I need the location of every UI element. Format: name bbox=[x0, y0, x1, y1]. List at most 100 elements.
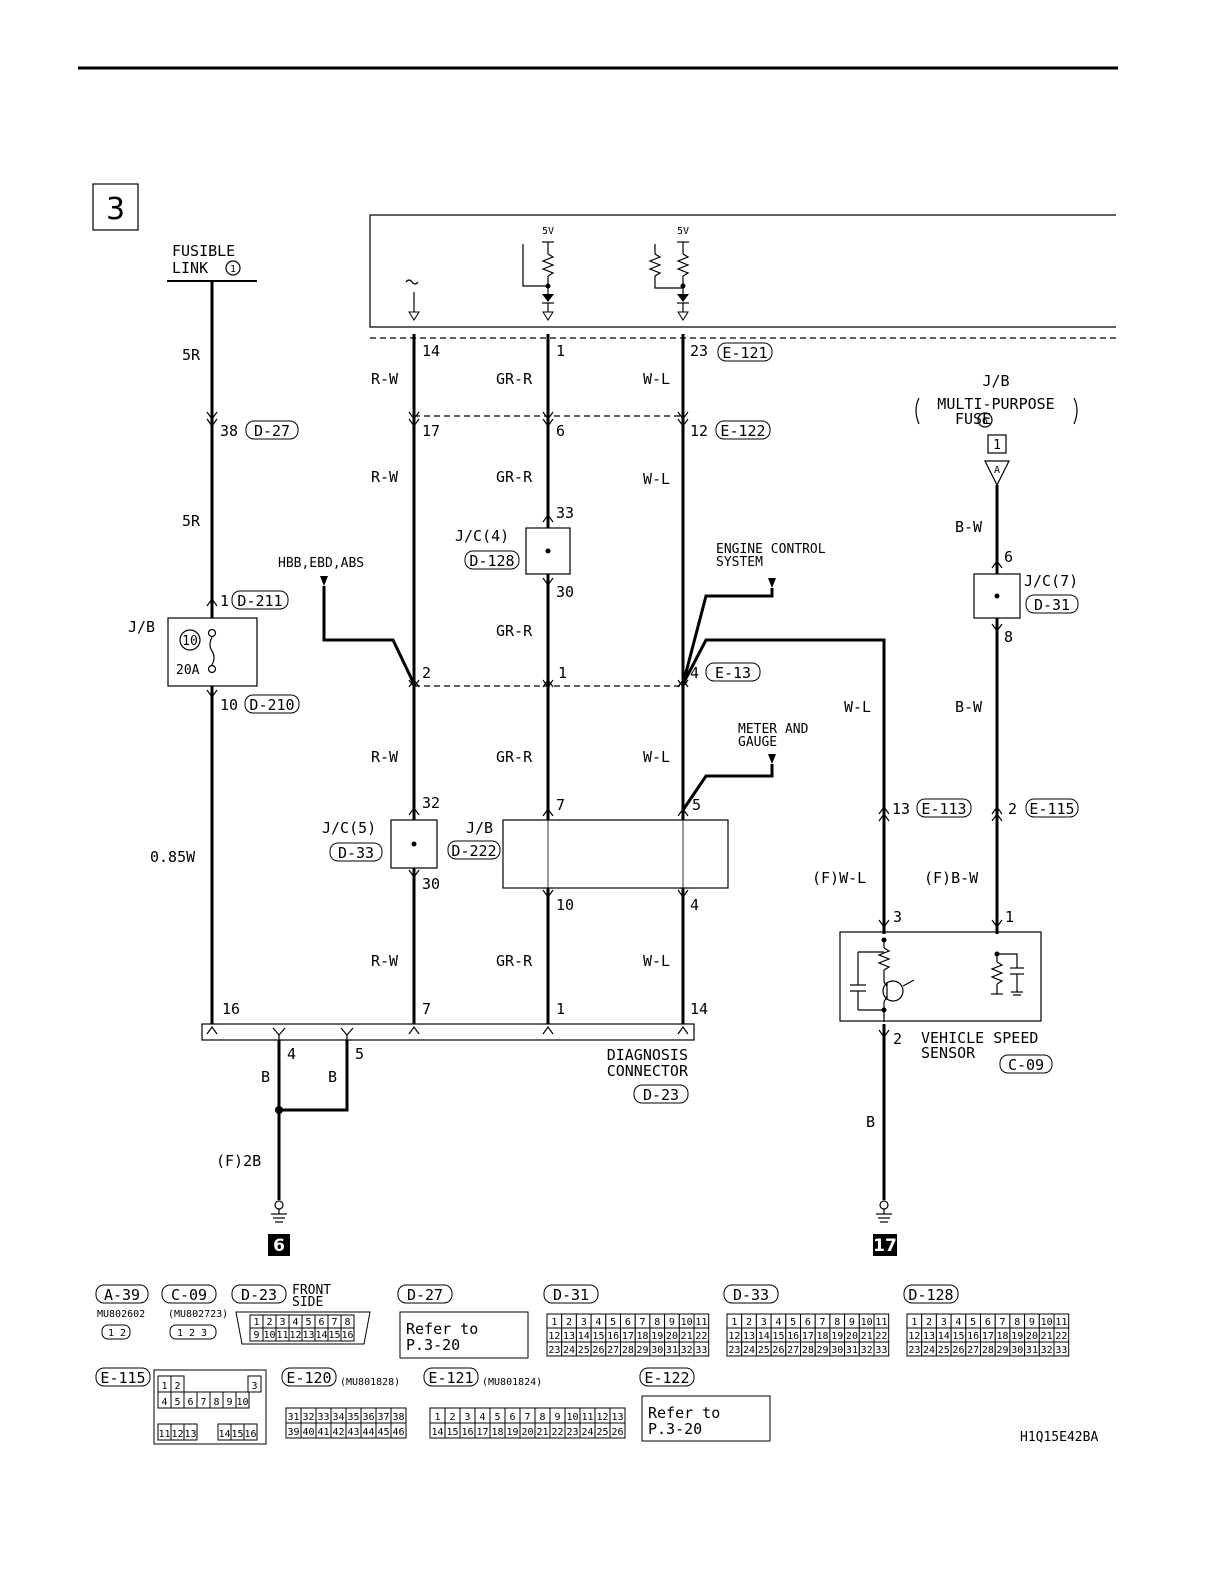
dest-hbb-ebd-abs: HBB,EBD,ABS bbox=[278, 556, 416, 685]
pin-number: 9 bbox=[1029, 1317, 1035, 1328]
pin-3-vss: 3 bbox=[893, 908, 902, 926]
pin-4-diag: 4 bbox=[287, 1045, 296, 1063]
joint-connector-7: J/C(7) D-31 bbox=[973, 572, 1079, 619]
pin-number: 31 bbox=[846, 1345, 858, 1356]
fusible-link-label-1: FUSIBLE bbox=[172, 242, 235, 260]
wire-label-rw-4: R-W bbox=[371, 952, 399, 970]
wire-label-grr-5: GR-R bbox=[496, 952, 533, 970]
pin-number: 6 bbox=[805, 1317, 811, 1328]
pin-number: 33 bbox=[695, 1345, 707, 1356]
pin-number: 6 bbox=[187, 1397, 193, 1408]
pin-number: 14 bbox=[218, 1429, 230, 1440]
pin-number: 16 bbox=[461, 1427, 473, 1438]
svg-text:D-27: D-27 bbox=[254, 422, 290, 440]
pin-number: 25 bbox=[758, 1345, 770, 1356]
legend-d31-tag: D-31 bbox=[553, 1286, 589, 1304]
pin-number: 4 bbox=[955, 1317, 961, 1328]
pin-8-bw: 8 bbox=[1004, 628, 1013, 646]
pin-number: 4 bbox=[595, 1317, 601, 1328]
pin-number: 14 bbox=[938, 1331, 950, 1342]
jb-multipurpose-fuse: J/B MULTI-PURPOSE FUSE 6 1 A bbox=[915, 372, 1078, 487]
pin-7-jb: 7 bbox=[556, 796, 565, 814]
pin-number: 30 bbox=[651, 1345, 663, 1356]
pin-number: 1 bbox=[161, 1381, 167, 1392]
pin-number: 1 bbox=[551, 1317, 557, 1328]
jb-mp-label-1: J/B bbox=[982, 372, 1009, 390]
conn-d23-tag: D-23 bbox=[643, 1086, 679, 1104]
pin-number: 32 bbox=[861, 1345, 873, 1356]
pin-number: 20 bbox=[666, 1331, 678, 1342]
pin-30-rw: 30 bbox=[422, 875, 440, 893]
pin-number: 25 bbox=[596, 1427, 608, 1438]
wire-label-f2b: (F)2B bbox=[216, 1152, 261, 1170]
wire-label-rw-2: R-W bbox=[371, 468, 399, 486]
fusible-link-number: 1 bbox=[230, 264, 236, 275]
jb-mp-label-2: MULTI-PURPOSE bbox=[937, 395, 1054, 413]
pin-number: 2 bbox=[926, 1317, 932, 1328]
pin-number: 11 bbox=[1055, 1317, 1067, 1328]
pin-number: 7 bbox=[331, 1317, 337, 1328]
pin-17: 17 bbox=[422, 422, 440, 440]
pin-16: 16 bbox=[222, 1000, 240, 1018]
pin-number: 18 bbox=[817, 1331, 829, 1342]
pin-number: 2 bbox=[566, 1317, 572, 1328]
pin-number: 19 bbox=[651, 1331, 663, 1342]
wire-label-5r-a: 5R bbox=[182, 346, 201, 364]
pin-number: 23 bbox=[908, 1345, 920, 1356]
pin-number: 30 bbox=[1011, 1345, 1023, 1356]
joint-connector-4: J/C(4) D-128 bbox=[455, 527, 571, 575]
wire-r-w: 14 17 2 32 30 7 R-W R-W R-W R-W bbox=[371, 334, 440, 1024]
pin-1-fusible: 1 bbox=[220, 592, 229, 610]
pin-number: 8 bbox=[539, 1412, 545, 1423]
conn-d128-tag: D-128 bbox=[469, 552, 514, 570]
pin-6: 6 bbox=[556, 422, 565, 440]
pin-number: 17 bbox=[982, 1331, 994, 1342]
jc5-label: J/C(5) bbox=[322, 819, 376, 837]
pin-number: 17 bbox=[622, 1331, 634, 1342]
pin-number: 26 bbox=[611, 1427, 623, 1438]
pin-32: 32 bbox=[422, 794, 440, 812]
conn-e115-tag: E-115 bbox=[1029, 800, 1074, 818]
pin-33: 33 bbox=[556, 504, 574, 522]
legend-d27-tag: D-27 bbox=[407, 1286, 443, 1304]
pin-number: 14 bbox=[315, 1330, 327, 1341]
pin-number: 12 bbox=[728, 1331, 740, 1342]
ground-17: 17 bbox=[873, 1200, 897, 1256]
pin-1-gr: 1 bbox=[558, 664, 567, 682]
pin-number: 13 bbox=[563, 1331, 575, 1342]
pin-number: 21 bbox=[681, 1331, 693, 1342]
pin-number: 17 bbox=[476, 1427, 488, 1438]
pin-number: 15 bbox=[446, 1427, 458, 1438]
pin-number: 15 bbox=[328, 1330, 340, 1341]
pin-number: 26 bbox=[952, 1345, 964, 1356]
pin-number: 36 bbox=[362, 1412, 374, 1423]
pin-number: 10 bbox=[861, 1317, 873, 1328]
legend-d33-tag: D-33 bbox=[733, 1286, 769, 1304]
pin-number: 3 bbox=[581, 1317, 587, 1328]
pin-number: 10 bbox=[236, 1397, 248, 1408]
wire-label-5r-b: 5R bbox=[182, 512, 201, 530]
supply-label-a: 5V bbox=[542, 226, 554, 237]
pin-number: 13 bbox=[743, 1331, 755, 1342]
wire-label-rw-3: R-W bbox=[371, 748, 399, 766]
legend-a39-part: MU802602 bbox=[97, 1309, 145, 1320]
legend-d27-ref-2: P.3-20 bbox=[406, 1336, 460, 1354]
pin-number: 7 bbox=[200, 1397, 206, 1408]
pin-number: 20 bbox=[1026, 1331, 1038, 1342]
legend-e120-tag: E-120 bbox=[286, 1369, 331, 1387]
pin-number: 2 bbox=[449, 1412, 455, 1423]
wire-w-l-vss: W-L 13 E-113 (F)W-L 3 2 B bbox=[681, 638, 972, 1200]
pin-number: 22 bbox=[1055, 1331, 1067, 1342]
pin-cell bbox=[873, 1341, 890, 1357]
legend-e122-ref-2: P.3-20 bbox=[648, 1420, 702, 1438]
pin-number: 23 bbox=[566, 1427, 578, 1438]
ground-6: 6 bbox=[268, 1200, 290, 1256]
pin-1-vss: 1 bbox=[1005, 908, 1014, 926]
legend-e120-part: (MU801828) bbox=[340, 1377, 400, 1388]
pin-number: 16 bbox=[787, 1331, 799, 1342]
pin-14-diag: 14 bbox=[690, 1000, 708, 1018]
dest-ecs-label-2: SYSTEM bbox=[716, 555, 763, 570]
